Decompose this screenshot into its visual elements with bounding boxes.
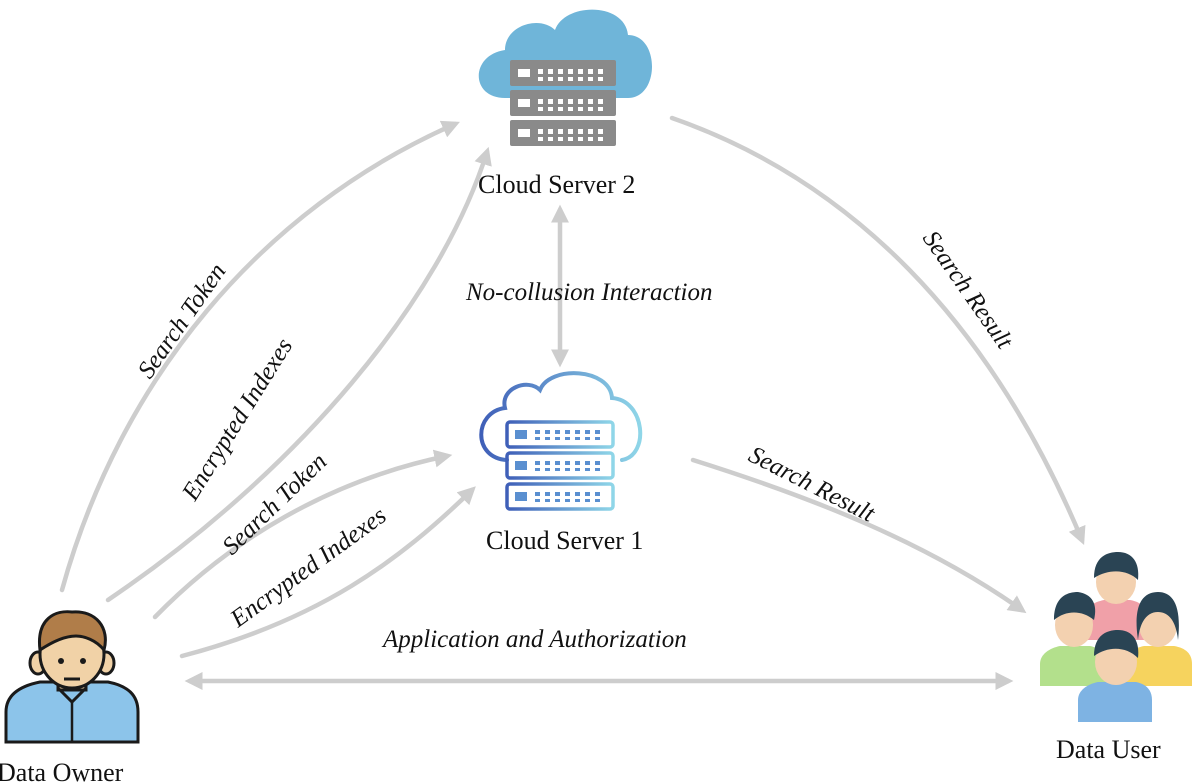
cloud-server-1-icon bbox=[479, 371, 643, 511]
arrow-owner-to-cs1-search-token bbox=[152, 449, 453, 620]
cloud-server-2-label: Cloud Server 2 bbox=[478, 170, 635, 199]
data-user-label: Data User bbox=[1056, 735, 1161, 764]
data-owner-label: Data Owner bbox=[0, 758, 124, 784]
arrow-owner-to-cs1-encrypted-indexes bbox=[179, 486, 476, 659]
data-user-group-icon bbox=[1040, 552, 1192, 722]
cloud-server-1-label: Cloud Server 1 bbox=[486, 526, 643, 555]
cloud-server-2-icon bbox=[478, 9, 652, 146]
arrow-cs2-to-user-search-result bbox=[669, 115, 1086, 545]
data-owner-person-icon bbox=[4, 610, 140, 744]
arrow-cs1-to-user-search-result bbox=[690, 457, 1027, 614]
edge-label-owner-to-cs2-token: Search Token bbox=[133, 259, 232, 384]
edge-label-owner-user-authorization: Application and Authorization bbox=[381, 626, 687, 653]
arrow-owner-to-cs2-search-token bbox=[59, 120, 460, 593]
arrow-owner-to-cs2-encrypted-indexes bbox=[105, 146, 492, 603]
edge-label-cs2-cs1-interaction: No-collusion Interaction bbox=[465, 279, 713, 306]
